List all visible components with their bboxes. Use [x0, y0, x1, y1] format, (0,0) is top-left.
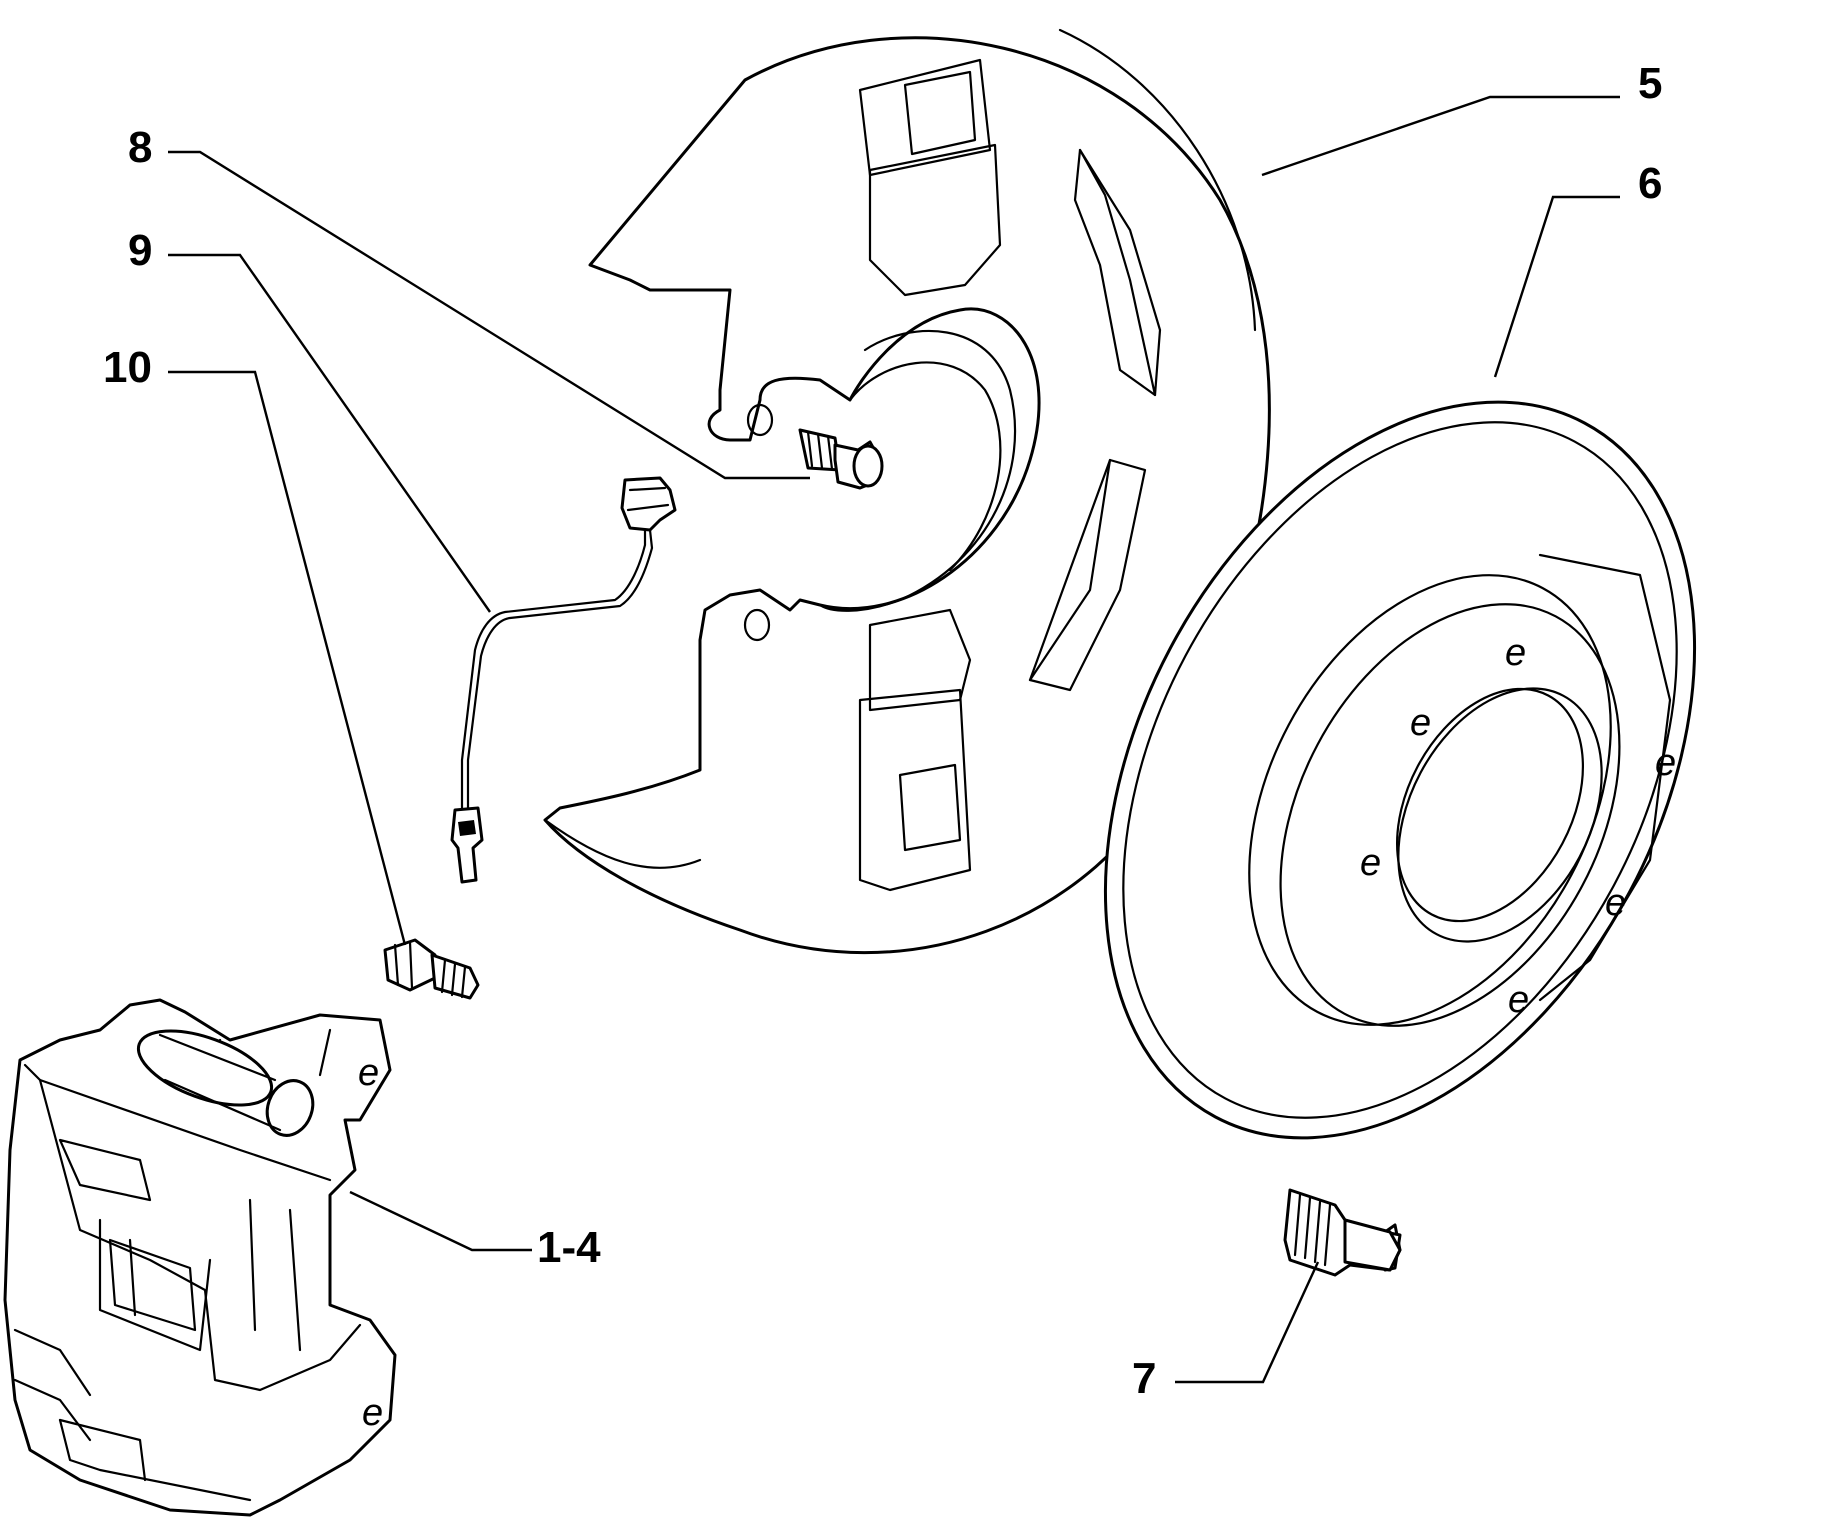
callout-label: 8	[128, 123, 152, 172]
svg-text:e: e	[362, 1392, 383, 1434]
svg-text:e: e	[1605, 882, 1626, 924]
callout-label: 9	[128, 226, 152, 275]
dust-shield-part	[543, 28, 1271, 955]
callout-label: 5	[1638, 59, 1662, 108]
shield-bolt-part	[798, 428, 884, 490]
wear-sensor-part	[450, 476, 677, 884]
callout-label: 6	[1638, 159, 1662, 208]
leader-line-5	[1261, 95, 1620, 177]
leader-line-10	[168, 370, 407, 946]
callout-label: 10	[103, 343, 152, 392]
brake-disc-part: e e e e e e	[1103, 400, 1697, 1140]
leader-line-1-4	[349, 1190, 532, 1252]
svg-text:e: e	[1410, 702, 1431, 744]
leader-line-8	[168, 150, 810, 480]
disc-stud-part	[1283, 1188, 1402, 1277]
leader-line-7	[1175, 1261, 1320, 1384]
leader-line-9	[168, 253, 491, 613]
svg-text:e: e	[1508, 979, 1529, 1021]
svg-text:e: e	[358, 1052, 379, 1094]
caliper-part: e e	[3, 998, 397, 1517]
callout-labels: 5 6 8 9 10 1-4 7	[103, 59, 1662, 1403]
callout-label: 1-4	[537, 1223, 601, 1272]
leader-lines	[168, 95, 1620, 1384]
callout-label: 7	[1132, 1354, 1156, 1403]
caliper-bolt-part	[383, 938, 480, 1000]
svg-text:e: e	[1655, 742, 1676, 784]
svg-text:e: e	[1505, 632, 1526, 674]
svg-text:e: e	[1360, 842, 1381, 884]
leader-line-6	[1493, 195, 1620, 378]
